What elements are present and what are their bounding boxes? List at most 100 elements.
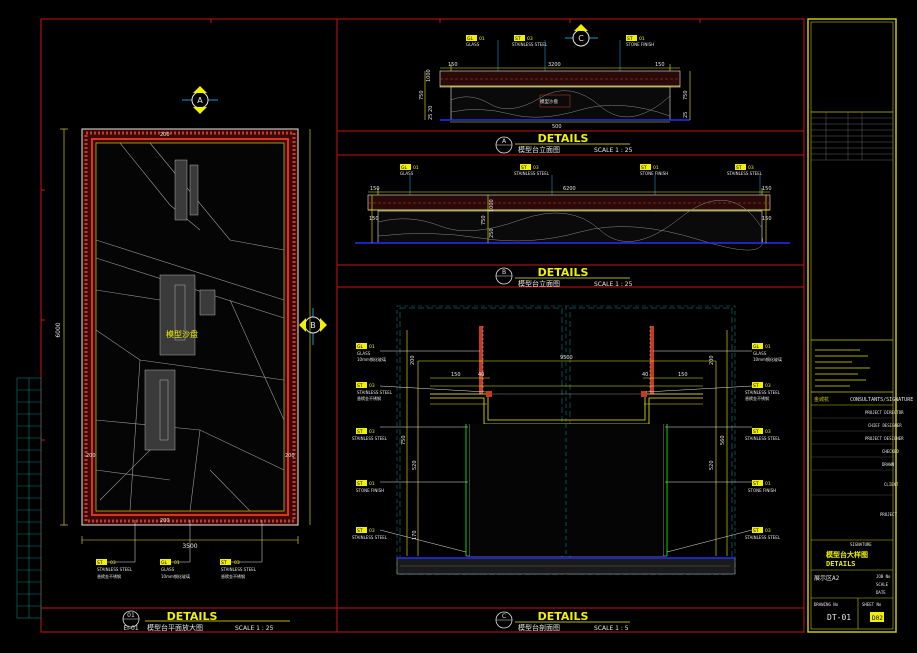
svg-text:01: 01 [479,36,485,42]
svg-text:STAINLESS STEEL: STAINLESS STEEL [97,567,133,572]
svg-text:ST: ST [641,165,647,171]
elev-b-scale: SCALE 1 : 25 [594,281,633,288]
section-c-callout-l5[interactable]: ST 03 STAINLESS STEEL [352,527,388,540]
svg-text:ST: ST [627,36,633,42]
tb-row-2: CHIEF DESIGNER [868,423,902,428]
svg-text:750: 750 [481,215,487,225]
svg-text:03: 03 [369,429,375,435]
svg-text:STAINLESS STEEL: STAINLESS STEEL [745,436,781,441]
svg-text:150: 150 [762,216,772,222]
svg-text:STAINLESS STEEL: STAINLESS STEEL [352,436,388,441]
elev-a-callout-3[interactable]: ST 01 STONE FINISH [626,35,654,47]
tb-date: DATE [876,590,886,595]
section-c-callout-l4[interactable]: ST 01 STONE FINISH [356,480,384,493]
svg-text:GLASS: GLASS [466,42,480,47]
elev-a-callout-1[interactable]: GL 01 GLASS [466,35,485,47]
section-c-callout-r3[interactable]: ST 03 STAINLESS STEEL [745,428,781,441]
svg-text:560: 560 [720,435,726,445]
section-c-callout-l3[interactable]: ST 03 STAINLESS STEEL [352,428,388,441]
plan-callout-3[interactable]: ST 03 STAINLESS STEEL 香槟金不锈钢 [220,559,257,579]
section-c-title-block: C DETAILS 模型台剖面图 SCALE 1 : 5 [495,610,630,632]
elev-b-callout-1[interactable]: GL 01 GLASS [400,164,419,176]
svg-text:03: 03 [765,383,771,389]
svg-text:香槟金不锈钢: 香槟金不锈钢 [97,573,121,579]
elev-b-callout-2[interactable]: ST 03 STAINLESS STEEL [514,164,550,176]
svg-text:03: 03 [748,165,754,171]
tb-scale: SCALE [876,582,889,587]
svg-text:01: 01 [765,481,771,487]
svg-text:01: 01 [653,165,659,171]
tb-client: CLIENT [884,482,899,487]
tb-drawing-title-en: DETAILS [826,560,856,568]
plan-scale: SCALE 1 : 25 [235,625,274,632]
svg-text:25: 25 [683,112,689,118]
svg-text:GL: GL [161,560,167,566]
svg-text:GL: GL [357,344,363,350]
svg-text:40: 40 [478,372,484,378]
section-c-callout-r2[interactable]: ST 03 STAINLESS STEEL 香槟金不锈钢 [745,382,781,401]
title-block: 金城杭 CONSULTANTS/SIGNATURE PROJECT DIRECT… [807,18,913,633]
svg-text:150: 150 [369,216,379,222]
svg-text:C: C [502,613,506,620]
svg-text:香槟金不锈钢: 香槟金不锈钢 [745,395,769,401]
section-marker-b[interactable]: B [299,308,327,345]
tb-sheet-no: D02 [872,615,883,622]
section-marker-c[interactable]: C [565,24,598,47]
svg-text:6200: 6200 [563,186,576,192]
plan-title: DETAILS [167,610,218,623]
plan-height-dim: 6000 [55,322,62,337]
tb-row-3: PROJECT DESIGNER [865,436,904,441]
svg-text:香槟金不锈钢: 香槟金不锈钢 [357,395,381,401]
svg-text:150: 150 [451,372,461,378]
svg-text:150: 150 [762,186,772,192]
elev-a-center-note: 模型沙盘 [540,98,558,105]
svg-text:ST: ST [221,560,227,566]
section-c-callout-l1[interactable]: GL 01 GLASS 10mm钢化玻璃 [356,343,386,362]
svg-text:GLASS: GLASS [161,567,175,572]
section-c: 9500 150 40 40 150 200 750 520 170 200 5… [352,305,782,632]
svg-text:STONE FINISH: STONE FINISH [640,171,668,176]
tb-project: PROJECT [880,512,897,517]
svg-text:STAINLESS STEEL: STAINLESS STEEL [727,171,763,176]
section-c-callout-r1[interactable]: GL 01 GLASS 10mm钢化玻璃 [752,343,782,362]
svg-text:01: 01 [413,165,419,171]
plan-model-label: 模型沙盘 [166,329,198,339]
elev-a-title: DETAILS [538,132,589,145]
svg-text:10mm钢化玻璃: 10mm钢化玻璃 [753,356,782,362]
elev-b-callout-4[interactable]: ST 03 STAINLESS STEEL [727,164,763,176]
section-c-scale: SCALE 1 : 5 [594,625,629,632]
svg-text:520: 520 [412,460,418,470]
elev-b-callout-3[interactable]: ST 01 STONE FINISH [640,164,668,176]
tb-drawing-title: 模型台大样图 [826,550,868,559]
section-marker-a[interactable]: A [182,86,218,114]
elev-b-title-block: B DETAILS 模型台立面图 SCALE 1 : 25 [495,266,633,288]
svg-text:150: 150 [448,62,458,68]
section-c-callout-l2[interactable]: ST 03 STAINLESS STEEL 香槟金不锈钢 [356,382,393,401]
section-c-title: DETAILS [538,610,589,623]
svg-text:03: 03 [533,165,539,171]
legend-grid [16,377,42,619]
elev-a-callout-2[interactable]: ST 03 STAINLESS STEEL [512,35,548,47]
svg-text:520: 520 [709,460,715,470]
elev-b-title: DETAILS [538,266,589,279]
plan-title-ref: EI-01 [123,625,139,632]
plan-callout-1[interactable]: ST 03 STAINLESS STEEL 香槟金不锈钢 [96,559,133,579]
svg-text:250: 250 [489,228,495,238]
plan-title-block: 01 EI-01 DETAILS 模型台平面放大图 SCALE 1 : 25 [122,610,290,632]
svg-text:STAINLESS STEEL: STAINLESS STEEL [352,535,388,540]
tb-row-4: CHECKED [882,449,899,454]
plan-side-dim-top: 200 [160,132,170,138]
elevation-b: GL 01 GLASS ST 03 STAINLESS STEEL ST 01 … [355,164,790,288]
plan-side-dim-bottom: 200 [160,518,170,524]
svg-text:750: 750 [419,90,425,100]
svg-text:9500: 9500 [560,355,573,361]
tb-job-no: JOB No [876,574,891,579]
section-c-callout-r4[interactable]: ST 01 STONE FINISH [748,480,776,493]
section-c-callout-r5[interactable]: ST 03 STAINLESS STEEL [745,527,781,540]
tb-dwg-no: DT-01 [827,613,851,622]
svg-text:ST: ST [753,481,759,487]
svg-text:03: 03 [765,528,771,534]
svg-text:25: 25 [428,114,434,120]
svg-text:STAINLESS STEEL: STAINLESS STEEL [745,390,781,395]
plan-callout-2[interactable]: GL 01 GLASS 10mm钢化玻璃 [160,559,190,579]
